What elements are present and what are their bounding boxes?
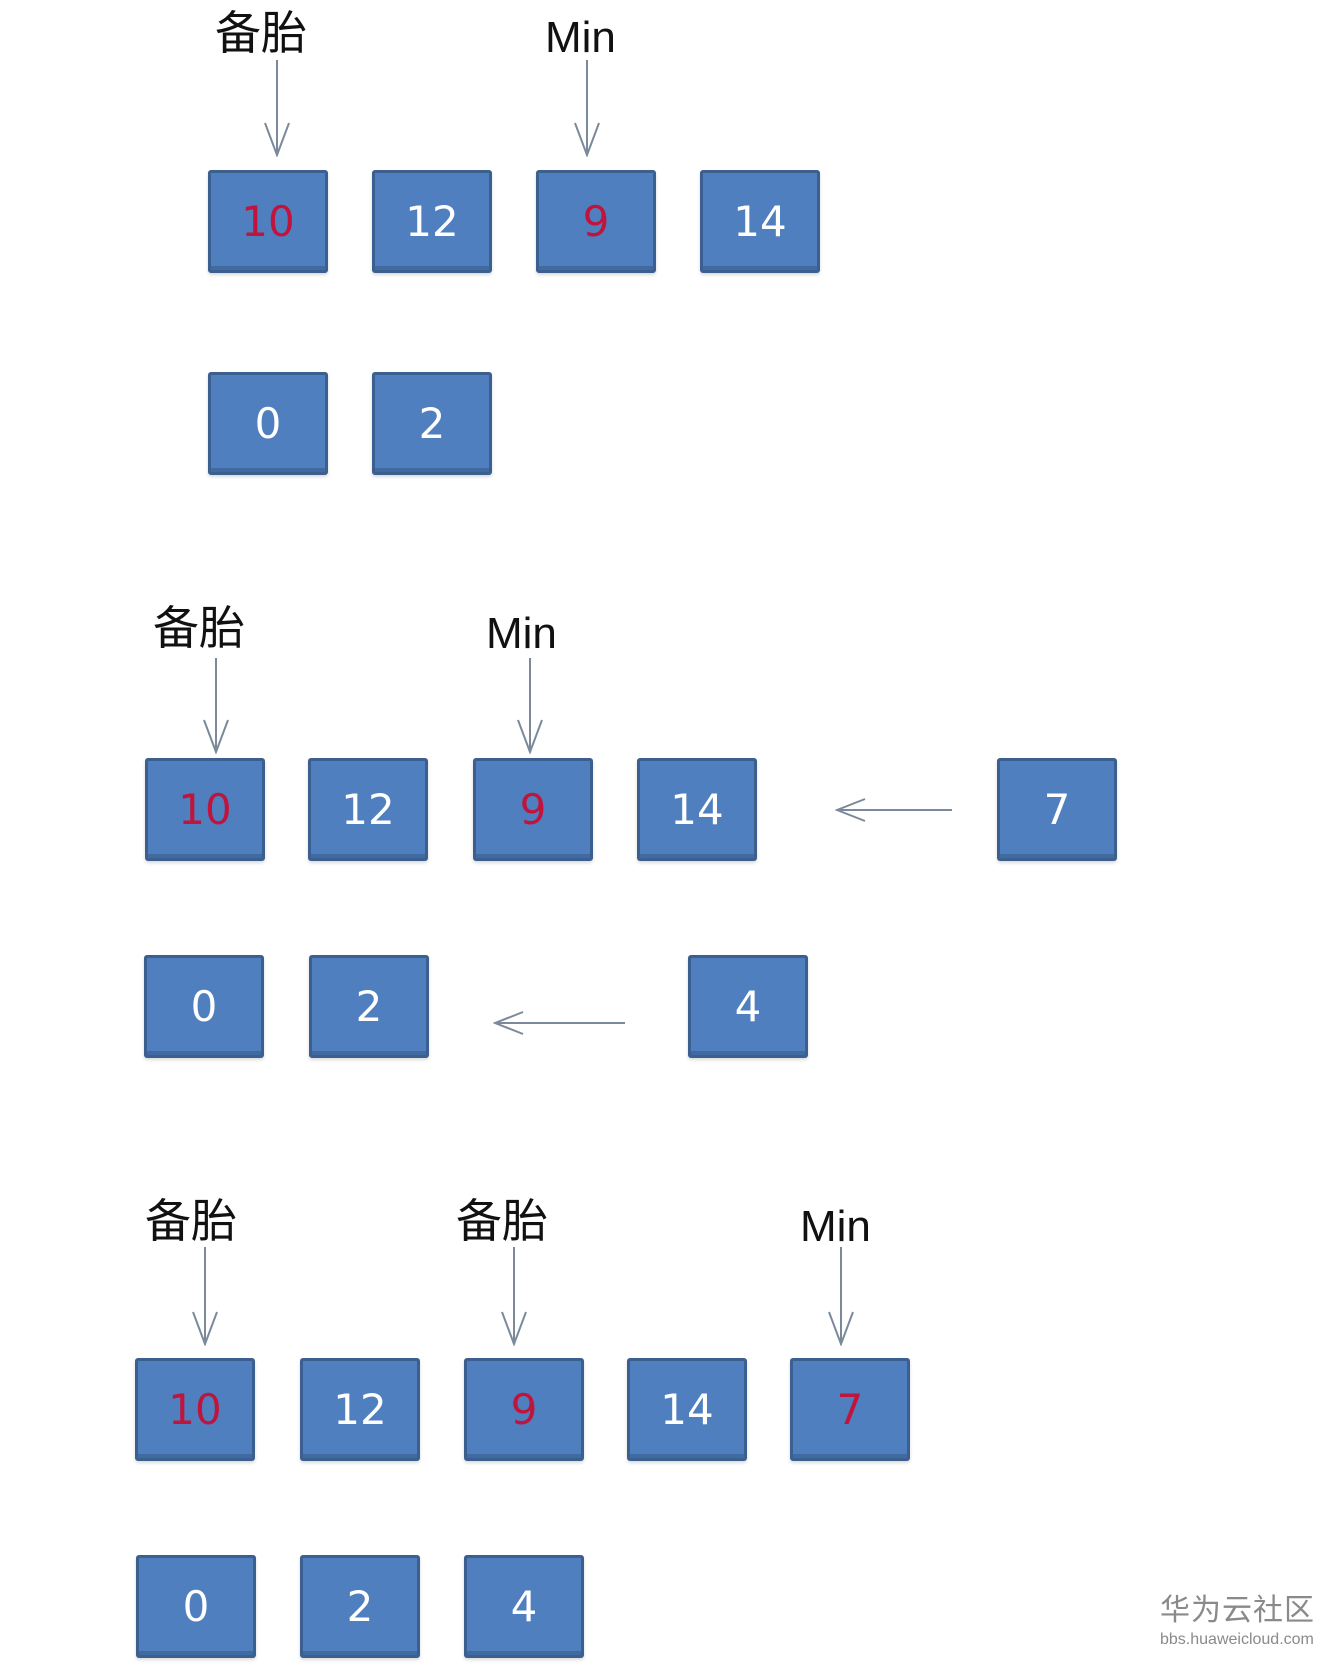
value-box: 7 (790, 1358, 910, 1461)
down-arrow-icon (501, 1247, 527, 1346)
down-arrow-icon (264, 60, 290, 157)
spare-pointer-label: 备胎 (145, 1194, 237, 1248)
left-arrow-icon (835, 798, 952, 822)
spare-pointer-label: 备胎 (215, 6, 307, 60)
value-box: 9 (536, 170, 656, 273)
watermark-title: 华为云社区 (1160, 1593, 1315, 1628)
value-box: 2 (372, 372, 492, 475)
value-box: 9 (464, 1358, 584, 1461)
down-arrow-icon (203, 658, 229, 754)
value-box: 9 (473, 758, 593, 861)
value-box: 10 (208, 170, 328, 273)
value-box: 10 (145, 758, 265, 861)
down-arrow-icon (574, 60, 600, 157)
value-box: 12 (300, 1358, 420, 1461)
value-box: 7 (997, 758, 1117, 861)
down-arrow-icon (192, 1247, 218, 1346)
value-box: 0 (208, 372, 328, 475)
value-box: 14 (627, 1358, 747, 1461)
watermark: 华为云社区 bbs.huaweicloud.com (1160, 1585, 1315, 1649)
min-pointer-label: Min (486, 609, 557, 658)
value-box: 2 (309, 955, 429, 1058)
value-box: 4 (464, 1555, 584, 1658)
value-box: 2 (300, 1555, 420, 1658)
min-pointer-label: Min (800, 1202, 871, 1251)
value-box: 0 (144, 955, 264, 1058)
spare-pointer-label: 备胎 (456, 1194, 548, 1248)
min-pointer-label: Min (545, 13, 616, 62)
value-box: 12 (308, 758, 428, 861)
value-box: 10 (135, 1358, 255, 1461)
value-box: 12 (372, 170, 492, 273)
left-arrow-icon (493, 1011, 625, 1035)
watermark-url: bbs.huaweicloud.com (1160, 1631, 1314, 1648)
value-box: 14 (700, 170, 820, 273)
value-box: 4 (688, 955, 808, 1058)
value-box: 14 (637, 758, 757, 861)
spare-pointer-label: 备胎 (153, 601, 245, 655)
down-arrow-icon (517, 658, 543, 754)
value-box: 0 (136, 1555, 256, 1658)
down-arrow-icon (828, 1247, 854, 1346)
